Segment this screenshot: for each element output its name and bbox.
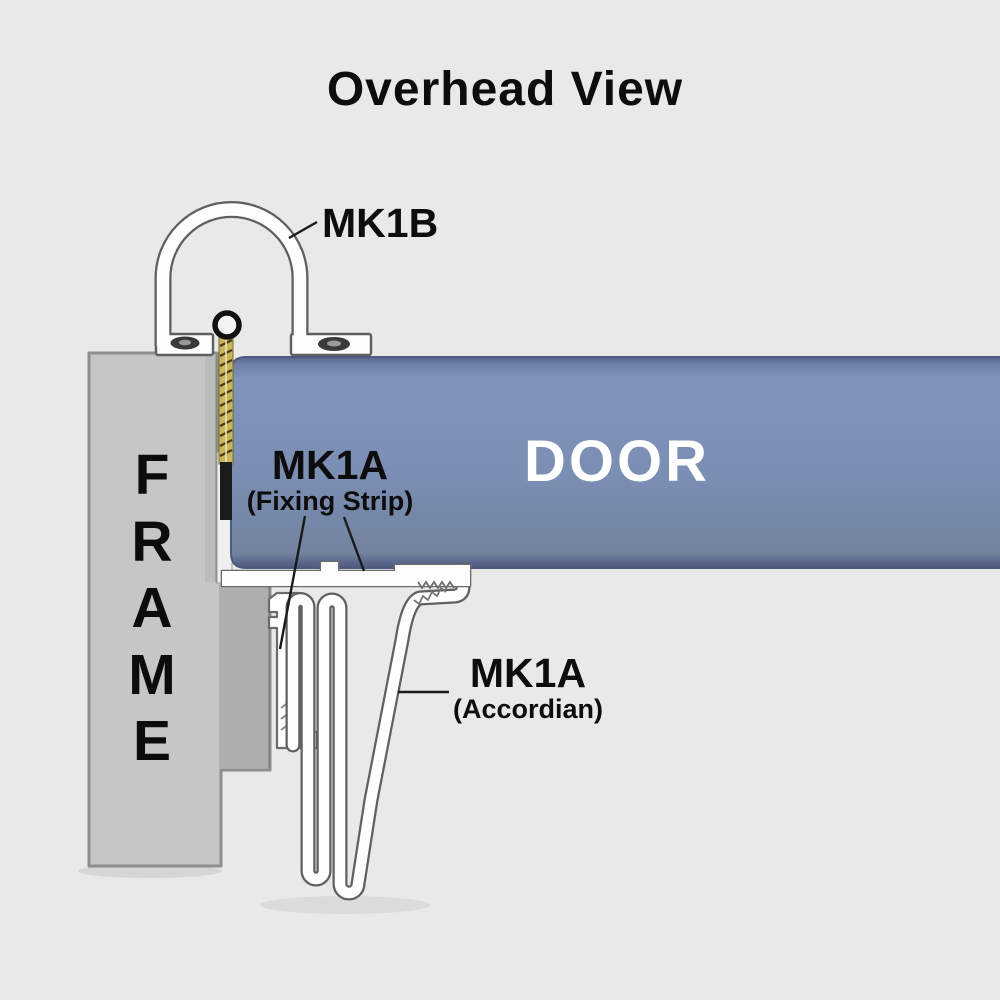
- frame-letter: R: [131, 509, 173, 574]
- frame-shape: [87, 351, 272, 868]
- hinge-dark-section: [220, 462, 232, 520]
- mk1b-seal-shape: [156, 210, 373, 357]
- mk1a-fixing-strip-label-sub: (Fixing Strip): [246, 486, 414, 517]
- hinge-pin: [212, 310, 242, 340]
- door-label: DOOR: [524, 429, 710, 494]
- mk1b-left-screw: [170, 336, 200, 350]
- mk1a-fixing-strip-label-main: MK1A: [271, 442, 389, 488]
- soft-shadows: [78, 864, 430, 914]
- mk1a-accordian-label-main: MK1A: [469, 650, 587, 696]
- band-serration: [413, 586, 447, 606]
- mk1a-accordian-shape: [293, 570, 463, 893]
- strip-serration: [417, 580, 455, 590]
- frame-stop-shading: [219, 584, 270, 768]
- mk1a-accordian-label-sub: (Accordian): [452, 694, 604, 725]
- diagram-title: Overhead View: [326, 63, 684, 116]
- hinge-shape: [212, 310, 242, 520]
- mk1b-right-screw: [318, 337, 350, 351]
- mk1a-fixing-strip-label: MK1A (Fixing Strip): [230, 442, 430, 517]
- fixing-strip-right-leader-line: [342, 516, 366, 572]
- door-shape: [230, 356, 1000, 569]
- frame-letter: M: [128, 642, 176, 707]
- leader-lines: [278, 220, 449, 694]
- frame-label: F R A M E: [112, 442, 192, 775]
- mk1b-leader-line: [288, 220, 318, 240]
- frame-letter: A: [131, 576, 173, 640]
- fixing-strip-left-leader-line: [278, 515, 307, 650]
- mk1b-label: MK1B: [322, 200, 439, 246]
- frame-letter: E: [132, 709, 172, 773]
- mk1a-accordian-label: MK1A (Accordian): [428, 650, 628, 725]
- mk1a-fixing-strip-door-shape: [220, 560, 472, 606]
- frame-edge-shading: [205, 356, 217, 582]
- frame-letter: F: [134, 443, 170, 507]
